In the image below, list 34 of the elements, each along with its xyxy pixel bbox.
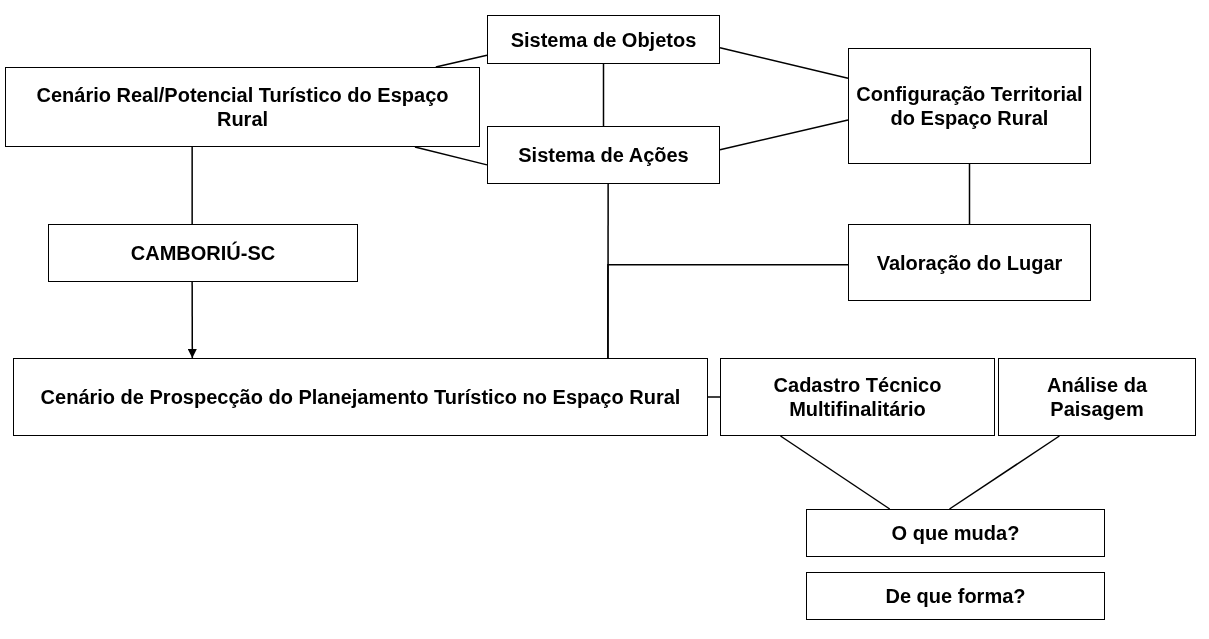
process-box xyxy=(848,224,1091,301)
connector-line xyxy=(602,63,605,127)
process-box xyxy=(998,358,1196,436)
connector-line xyxy=(435,54,488,68)
box-label: Análise da Paisagem xyxy=(1045,373,1149,421)
connector-line xyxy=(607,264,849,359)
box-label: Sistema de Objetos xyxy=(510,27,697,52)
process-box xyxy=(806,572,1105,620)
connector-line xyxy=(707,396,721,398)
connector-line xyxy=(779,435,891,510)
connector-line xyxy=(414,146,488,166)
process-box xyxy=(48,224,358,282)
box-label: Cadastro Técnico Multifinalitário xyxy=(772,373,943,421)
process-box xyxy=(5,67,480,147)
box-label: Cenário de Prospecção do Planejamento Turístico no Espaço Rural xyxy=(40,385,681,409)
box-label: Cenário Real/Potencial Turístico do Espaço Rural xyxy=(35,83,450,131)
box-label: Valoração do Lugar xyxy=(876,250,1063,275)
box-label: Configuração Territorial do Espaço Rural xyxy=(855,82,1084,130)
connector-line xyxy=(968,163,971,225)
connector-line xyxy=(719,47,849,79)
arrow xyxy=(187,281,197,359)
connector-line xyxy=(719,119,849,151)
process-box xyxy=(487,15,720,64)
box-label: O que muda? xyxy=(891,521,1020,545)
process-box xyxy=(720,358,995,436)
process-box xyxy=(13,358,708,436)
connector-line xyxy=(191,146,193,225)
process-box xyxy=(848,48,1091,164)
box-label: Sistema de Ações xyxy=(518,143,689,167)
connector-line xyxy=(948,435,1061,510)
process-box xyxy=(487,126,720,184)
process-box xyxy=(806,509,1105,557)
box-label: De que forma? xyxy=(885,584,1026,608)
box-label: CAMBORIÚ-SC xyxy=(130,241,276,265)
